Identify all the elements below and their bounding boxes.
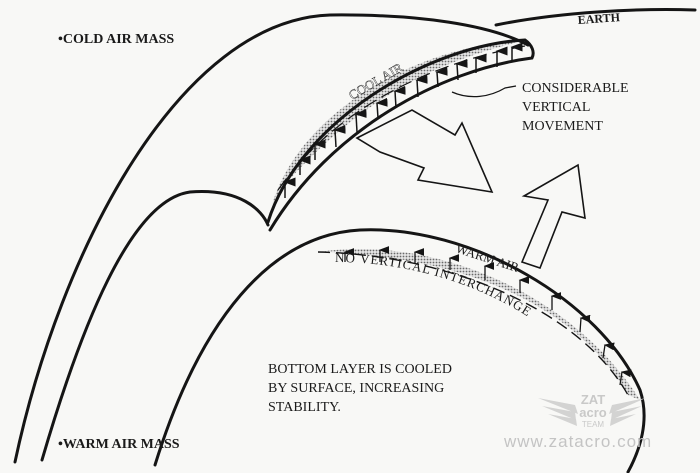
warm-air-dome-boundary xyxy=(153,228,646,473)
bottom-layer-note: BOTTOM LAYER IS COOLED BY SURFACE, INCRE… xyxy=(268,362,455,415)
logo-text: ZAT xyxy=(581,392,605,407)
cold-air-outer-boundary xyxy=(13,13,530,464)
left-wing-icon xyxy=(538,398,578,426)
label-line: MOVEMENT xyxy=(522,119,603,134)
watermark-logo: ZAT acro TEAM xyxy=(538,392,646,429)
note-line: STABILITY. xyxy=(268,400,341,415)
watermark-url: www.zatacro.com xyxy=(503,432,652,451)
cool-air-shaded-layer xyxy=(272,40,525,205)
earth-surface-line xyxy=(494,8,697,27)
note-line: BY SURFACE, INCREASING xyxy=(268,381,444,396)
warm-air-mass-label: •WARM AIR MASS xyxy=(58,437,180,452)
leader-line xyxy=(451,85,517,98)
label-line: VERTICAL xyxy=(522,100,590,115)
warm-air-inner-boundary xyxy=(317,251,629,396)
cold-air-mass-label: •COLD AIR MASS xyxy=(58,32,174,47)
rising-flow-arrow xyxy=(520,163,586,269)
considerable-vertical-movement-label: CONSIDERABLE VERTICAL MOVEMENT xyxy=(522,81,632,134)
label-line: CONSIDERABLE xyxy=(522,81,629,96)
cold-air-inner-boundary xyxy=(40,190,270,462)
descending-flow-arrow xyxy=(355,109,494,194)
no-interchange-arrows xyxy=(343,246,632,386)
logo-text: TEAM xyxy=(582,420,605,429)
logo-text: acro xyxy=(579,405,607,420)
note-line: BOTTOM LAYER IS COOLED xyxy=(268,362,452,377)
vertical-movement-arrows xyxy=(283,42,523,198)
earth-label: EARTH xyxy=(577,10,621,27)
cool-air-band xyxy=(266,38,535,232)
right-wing-icon xyxy=(609,398,646,426)
